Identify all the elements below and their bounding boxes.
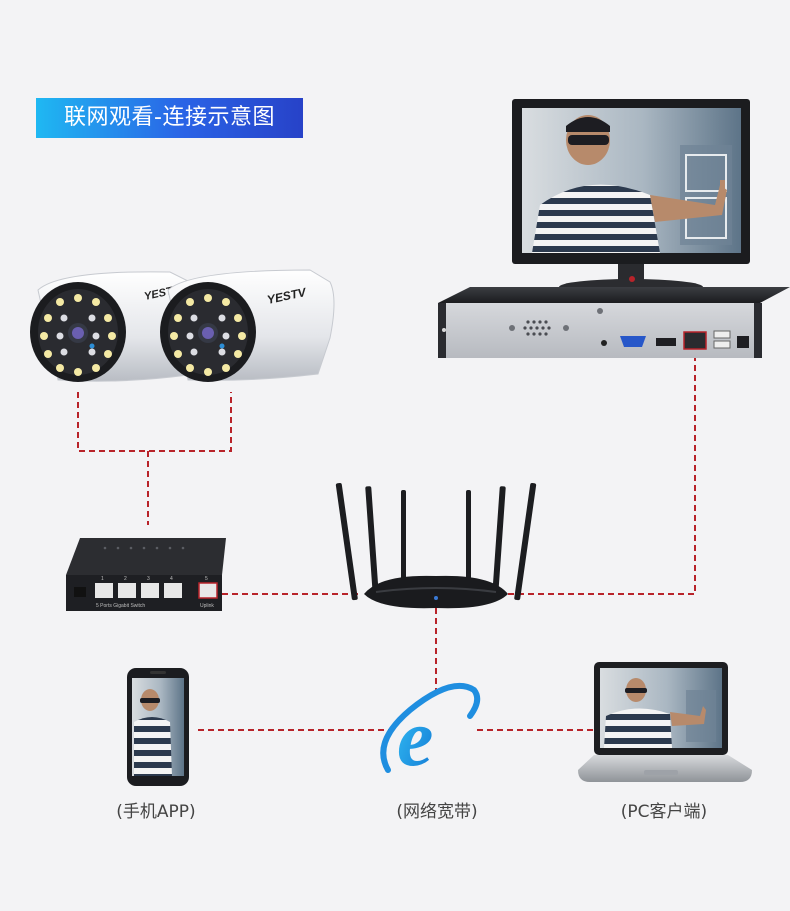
laptop xyxy=(578,662,752,782)
internet-caption-text: (网络宽带) xyxy=(396,802,478,822)
nvr-recorder xyxy=(438,287,790,358)
power-port xyxy=(737,336,749,348)
switch-port-label-2: 2 xyxy=(124,576,127,582)
camera-left: YESTV xyxy=(30,271,202,382)
lan-port xyxy=(683,331,707,350)
wifi-router xyxy=(335,482,537,609)
nvr-fan-grille xyxy=(523,320,551,336)
switch-port-label-4: 4 xyxy=(170,576,173,582)
camera-left-link xyxy=(77,392,232,452)
internet-caption: (网络宽带) xyxy=(357,797,517,822)
phone-caption: (手机APP) xyxy=(76,797,236,822)
switch-port-2 xyxy=(118,583,136,598)
switch-port-4 xyxy=(164,583,182,598)
switch-port-1 xyxy=(95,583,113,598)
vga-port xyxy=(620,336,646,347)
switch-port-label-3: 3 xyxy=(147,576,150,582)
switch-model-label: 5 Ports Gigabit Switch xyxy=(96,603,145,609)
switch-ports xyxy=(95,582,218,599)
switch-port-5 xyxy=(198,582,218,599)
smartphone xyxy=(127,668,189,786)
internet-icon: e xyxy=(380,683,481,783)
monitor xyxy=(512,99,750,295)
usb-port-2 xyxy=(713,340,731,349)
switch-port-3 xyxy=(141,583,159,598)
pc-caption-text: (PC客户端) xyxy=(620,802,708,822)
phone-caption-text: (手机APP) xyxy=(116,802,196,822)
switch-port-label-5: 5 xyxy=(205,576,208,582)
switch-uplink-label: Uplink xyxy=(200,603,214,609)
title-banner: 联网观看-连接示意图 xyxy=(36,98,303,138)
pc-caption: (PC客户端) xyxy=(584,797,744,822)
router-to-nvr-link xyxy=(508,344,696,595)
usb-port-1 xyxy=(713,330,731,339)
audio-port xyxy=(601,340,607,346)
diagram-title: 联网观看-连接示意图 xyxy=(64,105,275,130)
camera-right: YESTV xyxy=(160,269,335,382)
switch-port-label-1: 1 xyxy=(101,576,104,582)
network-switch: 1 2 3 4 5 5 Ports Gigabit Switch Uplink xyxy=(66,538,226,611)
laptop-base xyxy=(578,755,752,782)
hdmi-port xyxy=(656,338,676,346)
